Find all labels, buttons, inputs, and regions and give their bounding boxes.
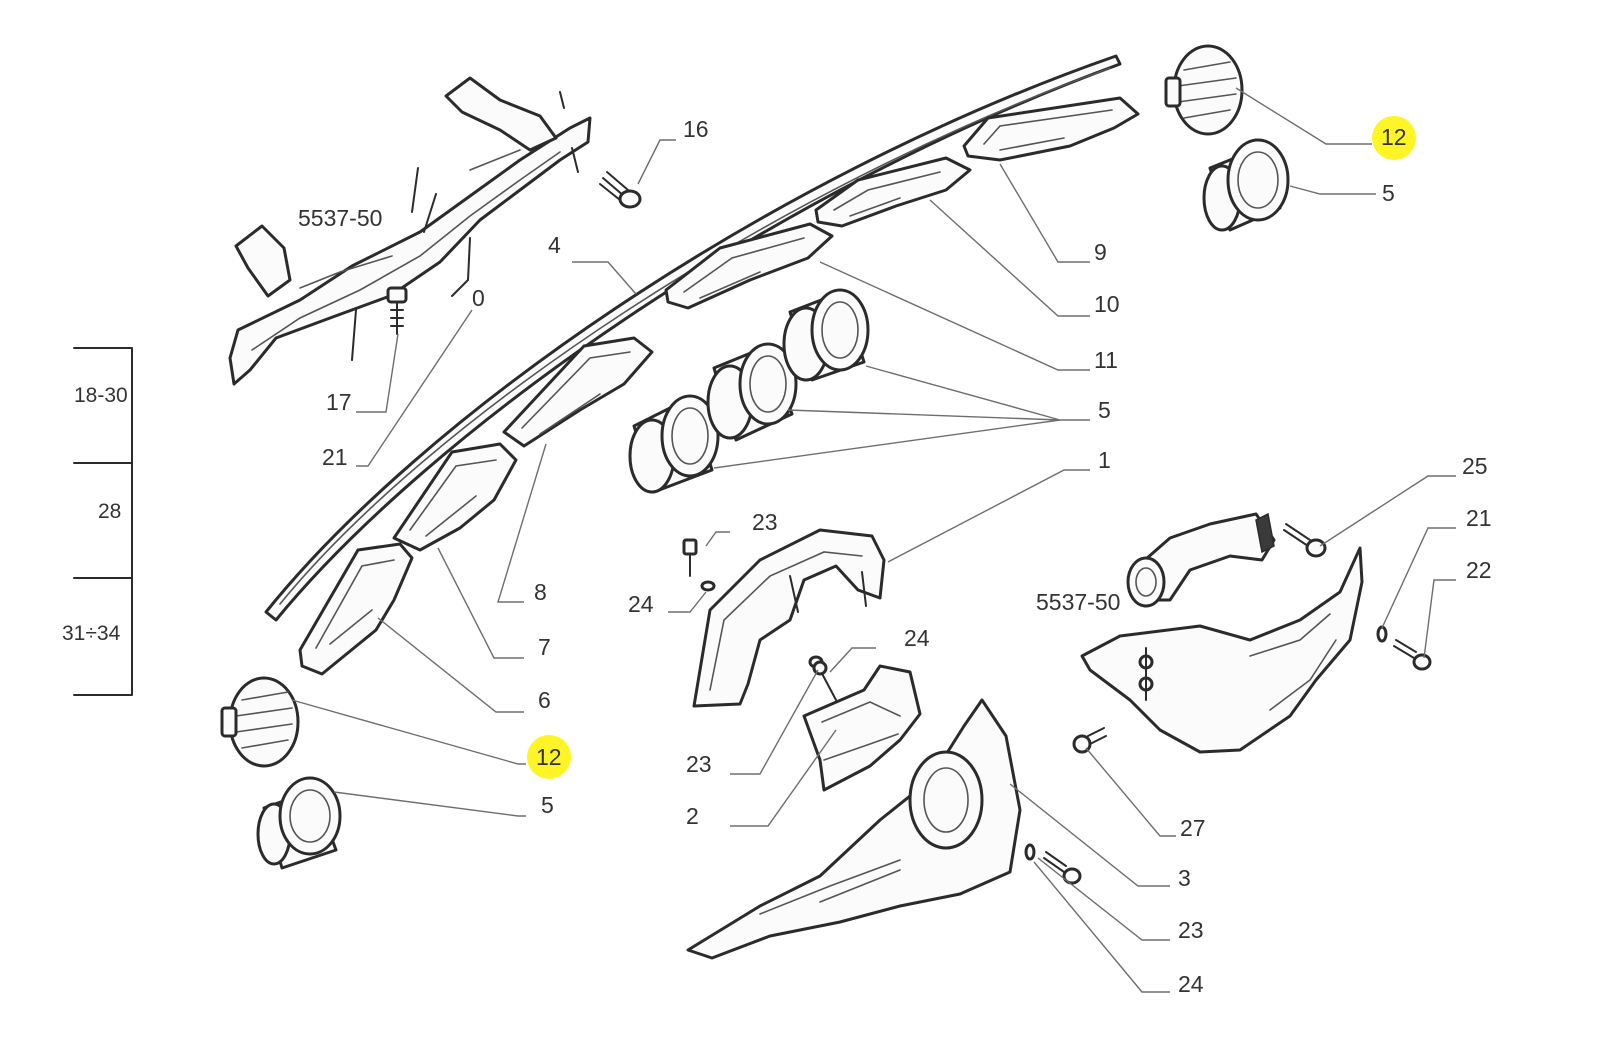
callout-2: 2 xyxy=(686,803,699,829)
round-air-vents xyxy=(628,288,870,494)
bolt-23-24-lower xyxy=(1024,843,1082,885)
callout-23-upper: 23 xyxy=(752,509,778,535)
callout-17: 17 xyxy=(326,389,352,415)
bolt-16 xyxy=(599,171,642,209)
callout-10: 10 xyxy=(1094,291,1120,317)
callout-25: 25 xyxy=(1462,453,1488,479)
side-vent-bottom-left xyxy=(220,676,342,870)
callout-4: 4 xyxy=(548,232,561,258)
callout-21-right: 21 xyxy=(1466,505,1492,531)
callout-12-top: 12 xyxy=(1381,124,1407,150)
leader-lines xyxy=(291,87,1456,993)
callout-24-lower: 24 xyxy=(1178,971,1204,997)
callout-24-upper: 24 xyxy=(628,591,654,617)
bolt-23-24-upper xyxy=(812,660,828,676)
callout-11: 11 xyxy=(1094,347,1118,373)
callout-labels: 12 5 16 5537-50 4 0 9 10 11 5 1 17 21 8 … xyxy=(298,116,1492,997)
callout-21-left: 21 xyxy=(322,444,348,470)
callout-7: 7 xyxy=(538,634,551,660)
side-reference-panel: 18-30 28 31÷34 xyxy=(62,347,133,696)
callout-5537-50-top: 5537-50 xyxy=(298,205,382,231)
callout-5-mid: 5 xyxy=(1098,397,1111,423)
right-air-duct xyxy=(1126,512,1276,608)
lower-console xyxy=(686,698,1022,960)
callout-12-bottom: 12 xyxy=(536,744,562,770)
highlight-12-top xyxy=(1372,116,1416,160)
panel-label-18-30: 18-30 xyxy=(74,384,128,407)
bolt-27 xyxy=(1072,727,1107,754)
callout-9: 9 xyxy=(1094,239,1107,265)
callout-23-lower: 23 xyxy=(1178,917,1204,943)
callout-27: 27 xyxy=(1180,815,1206,841)
center-cover xyxy=(682,528,886,708)
callout-5-top: 5 xyxy=(1382,180,1395,206)
callout-5537-50-right: 5537-50 xyxy=(1036,589,1120,615)
right-lower-trim xyxy=(1080,546,1364,754)
callout-24-mid: 24 xyxy=(904,625,930,651)
bolt-25 xyxy=(1283,523,1327,558)
callout-8: 8 xyxy=(534,579,547,605)
callout-3: 3 xyxy=(1178,865,1191,891)
bracket xyxy=(802,655,922,792)
panel-label-31-34: 31÷34 xyxy=(62,622,121,645)
callout-22: 22 xyxy=(1466,557,1492,583)
vent-bezels xyxy=(298,96,1140,676)
callout-0: 0 xyxy=(472,285,485,311)
round-vent-left xyxy=(628,394,720,494)
upper-trim-strip xyxy=(264,54,1122,622)
highlight-12-bottom xyxy=(527,735,571,779)
bolts-21-22-right xyxy=(1376,625,1432,671)
callout-5-bottom: 5 xyxy=(541,792,554,818)
round-vent-center xyxy=(706,342,798,442)
callout-6: 6 xyxy=(538,687,551,713)
panel-label-28: 28 xyxy=(98,500,121,523)
cross-car-beam xyxy=(228,76,592,386)
round-vent-right xyxy=(782,288,870,382)
callout-16: 16 xyxy=(683,116,709,142)
callout-1: 1 xyxy=(1098,447,1111,473)
callout-23-mid: 23 xyxy=(686,751,712,777)
side-vent-top-right xyxy=(1164,44,1290,232)
